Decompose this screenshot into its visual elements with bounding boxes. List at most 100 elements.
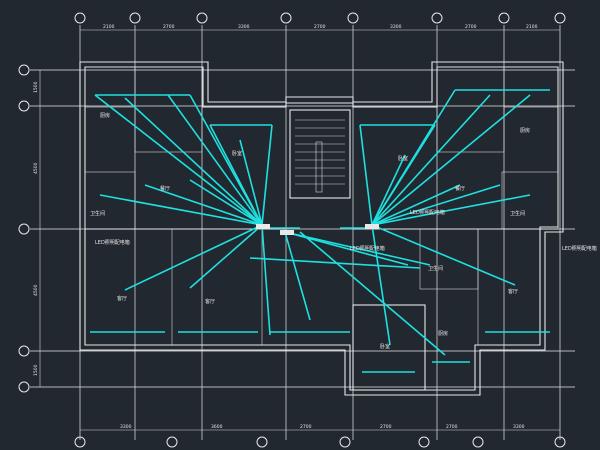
axis-bubble [472, 436, 484, 448]
wire [189, 224, 263, 289]
distribution-box [256, 224, 270, 229]
wire [209, 124, 263, 226]
stair-handrail [315, 141, 323, 193]
top-dimension: 3300 [390, 24, 402, 30]
room-label-hall: 客厅 [508, 288, 518, 295]
axis-bubble [129, 12, 141, 24]
wire [299, 231, 446, 356]
panel-label: LED照明配电箱 [350, 245, 385, 252]
room-label-kitchen: 厨房 [100, 112, 110, 119]
wire [371, 184, 501, 226]
axis-bubble [431, 12, 443, 24]
wire [371, 184, 461, 226]
axis-bubble [280, 12, 292, 24]
room-partition [436, 66, 505, 153]
wire [94, 94, 263, 226]
stair-block [289, 109, 351, 199]
axis-bubble [18, 381, 30, 393]
wire [167, 94, 263, 226]
top-dimension: 2100 [103, 24, 115, 30]
wire [371, 94, 491, 226]
axis-bubble [18, 345, 30, 357]
distribution-box [365, 224, 379, 229]
axis-bubble [196, 12, 208, 24]
dimension-lines [39, 29, 560, 431]
room-block [352, 304, 426, 391]
axis-bubbles [18, 12, 566, 448]
wire [99, 194, 263, 226]
room-label-bath: 卫生间 [90, 210, 105, 217]
axis-bubble [339, 436, 351, 448]
axis-bubble [554, 12, 566, 24]
panel-label: LED照明配电箱 [562, 245, 597, 252]
wire [284, 231, 409, 266]
room-label-bedroom: 卧室 [232, 150, 242, 157]
room-label-bath: 卫生间 [510, 210, 525, 217]
wire [371, 154, 406, 226]
room-label-kitchen: 厨房 [520, 127, 530, 134]
outer-wall [79, 61, 564, 396]
wire [284, 231, 431, 266]
axis-bubble [498, 12, 510, 24]
left-dimension: 1500 [33, 364, 39, 376]
room-partition [419, 228, 479, 290]
bottom-dimension: 3600 [211, 424, 223, 430]
wire [261, 124, 273, 226]
room-label-bath: 卫生间 [428, 265, 443, 272]
room-label-kitchen: 厨房 [438, 330, 448, 337]
top-dimension: 3300 [238, 24, 250, 30]
wire [124, 97, 263, 226]
bottom-dimension: 3300 [513, 424, 525, 430]
left-dimension: 4500 [33, 284, 39, 296]
top-dimension: 2700 [465, 24, 477, 30]
room-partition [501, 171, 559, 230]
left-dimension: 4500 [33, 162, 39, 174]
top-dimension: 2700 [163, 24, 175, 30]
axis-bubble [74, 436, 86, 448]
wire [371, 194, 531, 226]
wire [189, 179, 263, 226]
bottom-dimension: 2700 [380, 424, 392, 430]
wire [144, 184, 263, 226]
bottom-dimension: 2700 [446, 424, 458, 430]
wire [371, 94, 531, 226]
outer-walls [79, 61, 564, 396]
room-label-hall: 客厅 [205, 298, 215, 305]
room-label-dining: 餐厅 [455, 185, 465, 192]
wire [371, 224, 516, 286]
axis-bubble [256, 436, 268, 448]
left-dimension: 1500 [33, 81, 39, 93]
axis-grid [30, 25, 575, 440]
panel-label: LED照明配电箱 [95, 239, 130, 246]
room-partition [503, 66, 559, 108]
wire [239, 139, 263, 226]
distribution-box [280, 230, 294, 235]
axis-bubble [166, 436, 178, 448]
wire [371, 224, 391, 346]
wire [371, 124, 436, 226]
wire [261, 224, 271, 336]
wire [359, 124, 373, 226]
panel-label: LED照明配电箱 [410, 209, 445, 216]
room-label-bedroom: 卧室 [398, 155, 408, 162]
wire [284, 231, 311, 321]
room-label-dining: 餐厅 [160, 185, 170, 192]
bottom-dimension: 2700 [300, 424, 312, 430]
top-dimension: 2700 [314, 24, 326, 30]
axis-bubble [18, 223, 30, 235]
axis-bubble [418, 436, 430, 448]
stair-treads [295, 119, 345, 193]
wiring-runs [90, 89, 550, 373]
bottom-dimension: 3300 [120, 424, 132, 430]
wire [249, 257, 421, 269]
wire [124, 224, 263, 291]
axis-bubble [347, 12, 359, 24]
room-label-bedroom: 卧室 [380, 343, 390, 350]
axis-bubble [18, 64, 30, 76]
axis-bubble [554, 436, 566, 448]
room-label-hall: 客厅 [117, 295, 127, 302]
axis-bubble [74, 12, 86, 24]
distribution-boxes [256, 224, 379, 235]
top-dimension: 2100 [526, 24, 538, 30]
